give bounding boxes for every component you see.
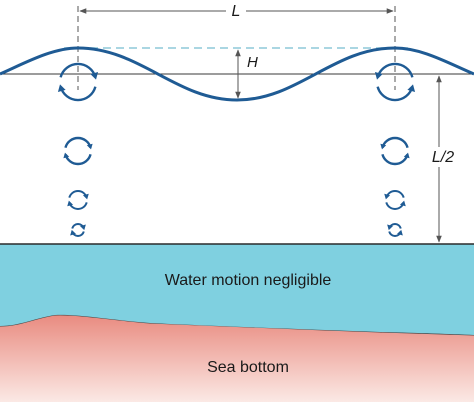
negligible-motion-label: Water motion negligible (165, 272, 332, 289)
orbit-arrowhead (384, 193, 391, 200)
wavelength-label: L (232, 3, 241, 20)
orbit-arc (381, 153, 409, 166)
orbit-arrowhead (80, 224, 86, 231)
sea-bottom (0, 314, 474, 402)
orbit-arrowhead (70, 229, 76, 236)
negligible-motion-band (0, 244, 474, 335)
orbit-arc (381, 136, 409, 149)
orbit-arrowhead (397, 229, 403, 236)
orbit-arc (68, 201, 88, 210)
orbit-arc (59, 62, 97, 78)
wave-height-label: H (247, 54, 258, 71)
orbit-arc (385, 190, 405, 199)
orbit-arrowhead (380, 143, 387, 150)
orbit-arrowhead (82, 193, 89, 200)
wave-surface (0, 46, 474, 102)
half-wavelength-label: L/2 (432, 149, 454, 166)
orbit-arrowhead (407, 84, 416, 92)
orbit-arc (64, 136, 92, 149)
orbit-arrowhead (399, 200, 406, 207)
orbit-arc (376, 62, 414, 78)
orbit-arc (59, 86, 97, 102)
orbit-arrowhead (387, 224, 393, 231)
sea-bottom-label: Sea bottom (207, 359, 289, 376)
orbit-arc (376, 86, 414, 102)
orbit-arrowhead (374, 72, 383, 80)
orbital-motion-circles (57, 62, 416, 238)
orbit-arrowhead (67, 200, 74, 207)
orbit-arrowhead (63, 152, 70, 159)
orbit-arrowhead (403, 152, 410, 159)
orbit-arrowhead (57, 84, 66, 92)
orbit-arrowhead (86, 143, 93, 150)
orbit-arc (68, 190, 88, 199)
orbit-arrowhead (90, 72, 99, 80)
orbit-arc (385, 201, 405, 210)
orbit-arc (64, 153, 92, 166)
